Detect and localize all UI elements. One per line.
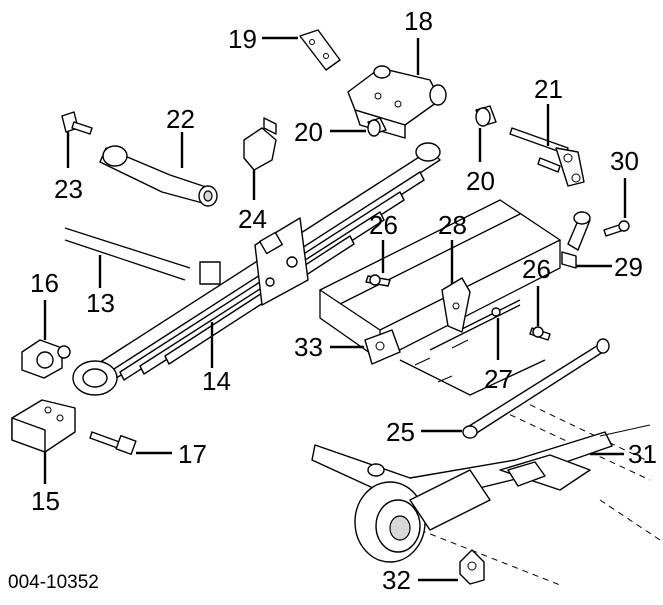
- callout-33: 33: [294, 332, 323, 362]
- callout-20-left: 20: [294, 117, 323, 147]
- callout-32: 32: [382, 565, 411, 595]
- callout-27: 27: [484, 364, 513, 394]
- shock-mount-bolt: [61, 111, 93, 135]
- callout-24: 24: [238, 204, 267, 234]
- spring-hanger-bracket: [11, 399, 76, 453]
- bracket-bolt-right: [529, 326, 551, 341]
- callout-18: 18: [404, 6, 433, 36]
- shackle-bolt: [89, 431, 137, 456]
- frame-rail: [318, 199, 562, 396]
- callout-28: 28: [438, 210, 467, 240]
- callout-17: 17: [178, 439, 207, 469]
- rear-shackle-bracket: [347, 65, 447, 139]
- spring-eye-bushing: [21, 339, 71, 379]
- callout-13: 13: [86, 288, 115, 318]
- callout-29: 29: [614, 252, 643, 282]
- callout-20-right: 20: [466, 166, 495, 196]
- stabilizer-bracket: [441, 277, 471, 333]
- stabilizer-bar-clamp: [459, 549, 485, 585]
- callout-22: 22: [166, 104, 195, 134]
- figure-id: 004-10352: [8, 572, 99, 593]
- link-bolt: [603, 220, 630, 237]
- bracket-nut: [491, 307, 501, 317]
- callout-25: 25: [386, 417, 415, 447]
- leader-lines: [43, 36, 627, 582]
- shackle-bolt-assembly: [509, 127, 585, 187]
- callout-26-left: 26: [369, 210, 398, 240]
- callout-23: 23: [54, 174, 83, 204]
- axle-housing-assembly: [311, 424, 651, 563]
- callout-21: 21: [534, 74, 563, 104]
- callout-16: 16: [30, 268, 59, 298]
- shackle-plate: [299, 29, 341, 71]
- shackle-bushing-left: [367, 117, 387, 137]
- callout-19: 19: [228, 24, 257, 54]
- shock-absorber: [99, 145, 218, 207]
- shackle-bushing-right: [475, 105, 497, 127]
- callout-26-right: 26: [522, 254, 551, 284]
- jounce-bumper: [243, 117, 277, 171]
- frame-bracket: [364, 329, 401, 365]
- stabilizer-link: [561, 211, 591, 269]
- callout-15: 15: [31, 486, 60, 516]
- bracket-bolt-left: [365, 274, 391, 287]
- callout-30: 30: [610, 146, 639, 176]
- callout-31: 31: [628, 439, 657, 469]
- callout-14: 14: [202, 366, 231, 396]
- stabilizer-bar: [462, 338, 610, 439]
- axle-tube: [64, 227, 191, 281]
